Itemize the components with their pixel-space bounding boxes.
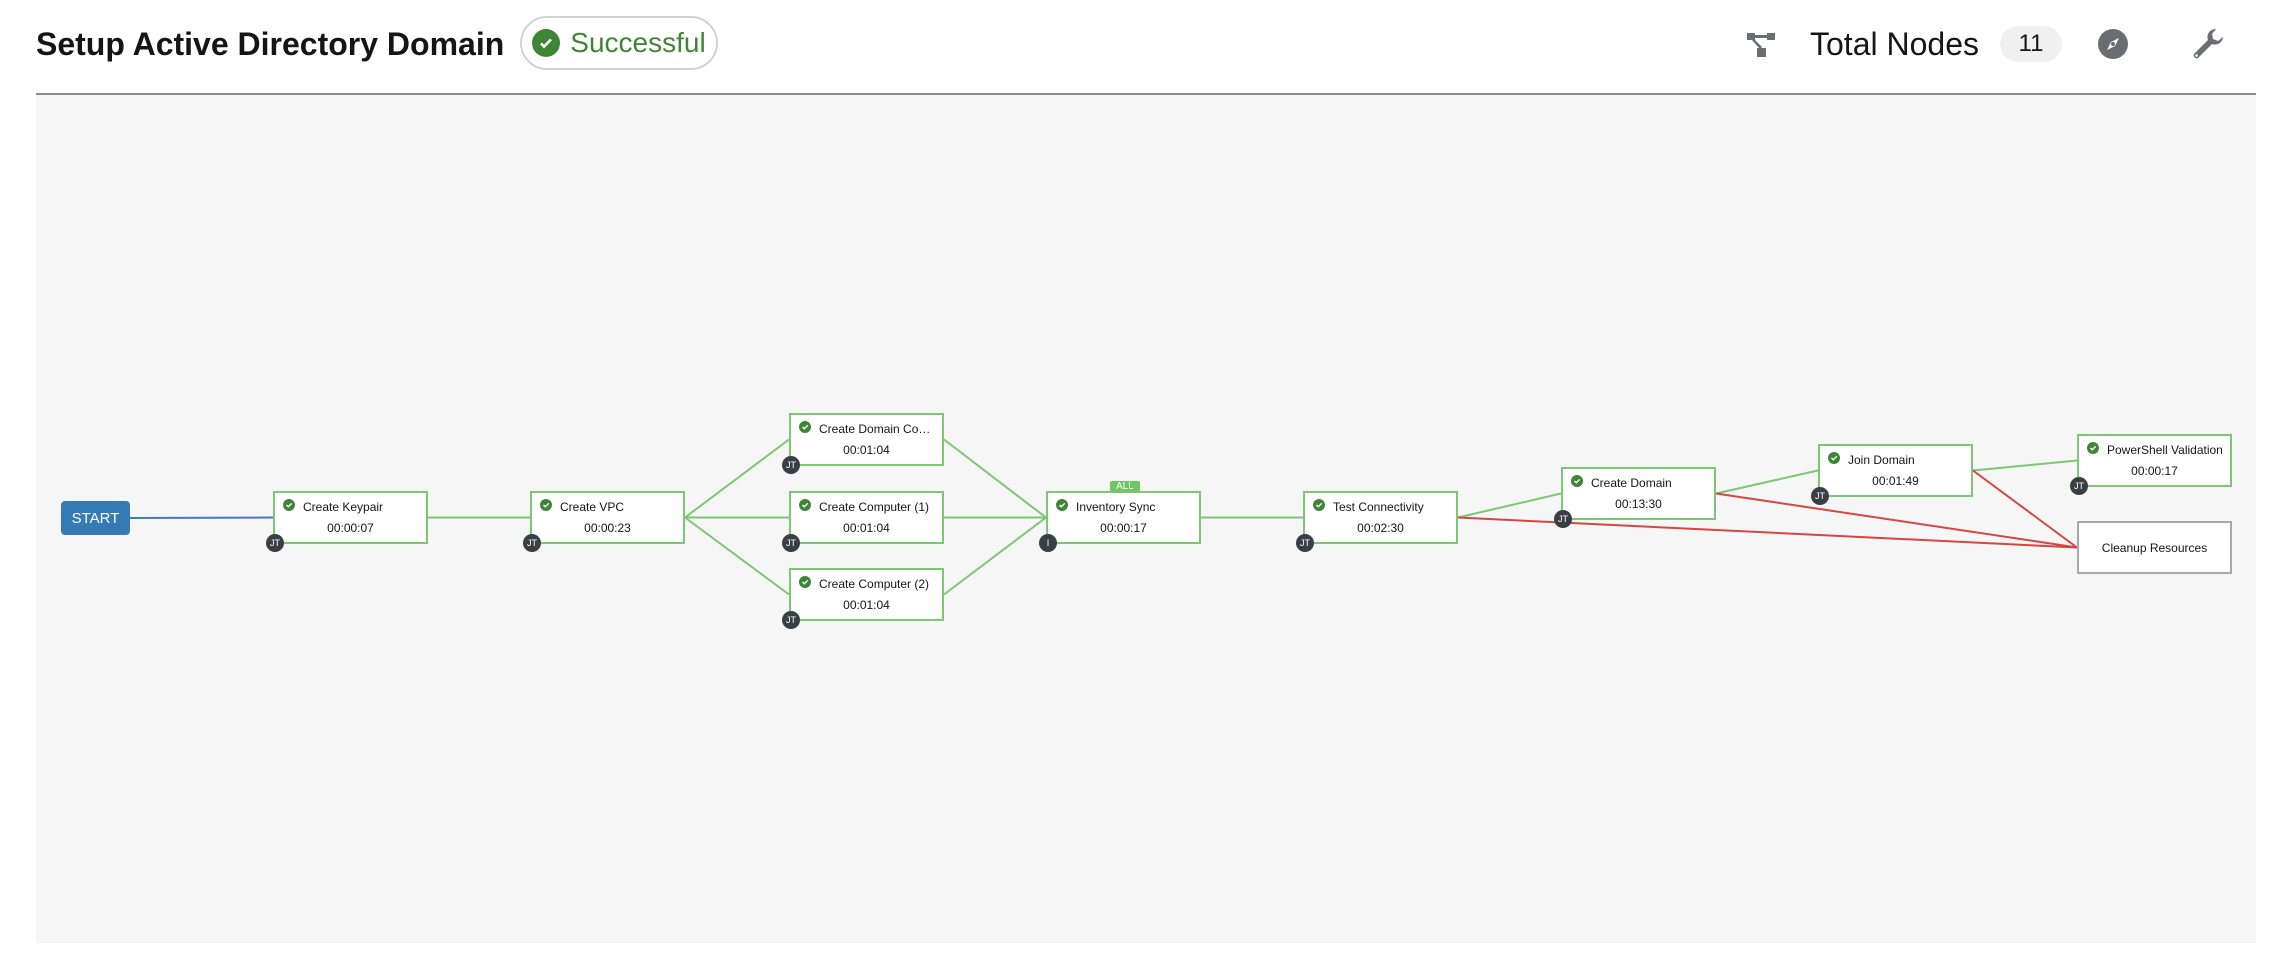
node-label: Create Computer (2) — [819, 577, 930, 591]
edge-dc-inv[interactable] — [943, 438, 1047, 519]
success-check-icon — [1571, 475, 1583, 487]
status-badge: Successful — [520, 16, 718, 70]
node-label: Join Domain — [1848, 453, 1915, 467]
page-title: Setup Active Directory Domain — [36, 26, 505, 62]
node-type-badge: JT — [1296, 534, 1314, 552]
success-check-icon — [1828, 452, 1840, 464]
node-type-badge: JT — [1811, 487, 1829, 505]
node-elapsed-time: 00:00:07 — [327, 521, 374, 535]
node-type-badge: I — [1039, 534, 1057, 552]
node-label: Create VPC — [560, 500, 625, 514]
node-label: Inventory Sync — [1076, 500, 1156, 514]
edge-test-domain[interactable] — [1457, 492, 1562, 519]
success-check-icon — [2087, 442, 2099, 454]
edge-domain-join[interactable] — [1715, 469, 1819, 495]
node-elapsed-time: 00:01:04 — [843, 521, 890, 535]
node-label: Create Keypair — [303, 500, 384, 514]
success-check-icon — [1056, 499, 1068, 511]
node-type-badge: JT — [2070, 477, 2088, 495]
success-check-icon — [540, 499, 552, 511]
success-check-icon — [799, 576, 811, 588]
total-nodes-label: Total Nodes — [1810, 26, 1979, 62]
node-label: Create Computer (1) — [819, 500, 930, 514]
workflow-tree-icon[interactable] — [1745, 20, 1777, 68]
convergence-badge: ALL — [1110, 481, 1140, 492]
node-elapsed-time: 00:01:49 — [1872, 474, 1919, 488]
node-elapsed-time: 00:13:30 — [1615, 497, 1662, 511]
edge-join-ps[interactable] — [1972, 459, 2078, 472]
edge-join-cleanup[interactable] — [1972, 469, 2078, 549]
success-check-icon — [799, 421, 811, 433]
edge-test-cleanup[interactable] — [1457, 516, 2078, 549]
node-elapsed-time: 00:01:04 — [843, 598, 890, 612]
node-type-badge: JT — [782, 611, 800, 629]
status-text: Successful — [570, 27, 706, 58]
edge-vpc-dc[interactable] — [684, 438, 790, 519]
total-nodes-count: 11 — [2000, 26, 2062, 62]
workflow-node-cleanup[interactable]: Cleanup Resources — [2077, 521, 2232, 574]
edge-c2-inv[interactable] — [943, 516, 1047, 596]
node-label: Test Connectivity — [1333, 500, 1424, 514]
success-check-icon — [283, 499, 295, 511]
node-type-badge: JT — [266, 534, 284, 552]
node-label: Create Domain Contr... — [819, 422, 937, 436]
node-type-badge: JT — [523, 534, 541, 552]
node-elapsed-time: 00:02:30 — [1357, 521, 1404, 535]
edge-domain-cleanup[interactable] — [1715, 492, 2078, 549]
header-divider — [36, 93, 2256, 95]
edge-start-keypair[interactable] — [129, 516, 274, 519]
node-label: Create Domain — [1591, 476, 1672, 490]
node-label: PowerShell Validation — [2107, 443, 2223, 457]
compass-icon[interactable] — [2097, 20, 2129, 68]
node-elapsed-time: 00:01:04 — [843, 443, 890, 457]
node-type-badge: JT — [1554, 510, 1572, 528]
check-circle-icon — [532, 29, 561, 57]
start-node[interactable]: START — [61, 501, 130, 535]
edge-vpc-c2[interactable] — [684, 516, 790, 596]
node-elapsed-time: 00:00:23 — [584, 521, 631, 535]
success-check-icon — [799, 499, 811, 511]
success-check-icon — [1313, 499, 1325, 511]
node-elapsed-time: 00:00:17 — [2131, 464, 2178, 478]
node-type-badge: JT — [782, 456, 800, 474]
wrench-icon[interactable] — [2190, 20, 2226, 68]
node-type-badge: JT — [782, 534, 800, 552]
node-label: Cleanup Resources — [2101, 540, 2208, 555]
node-elapsed-time: 00:00:17 — [1100, 521, 1147, 535]
